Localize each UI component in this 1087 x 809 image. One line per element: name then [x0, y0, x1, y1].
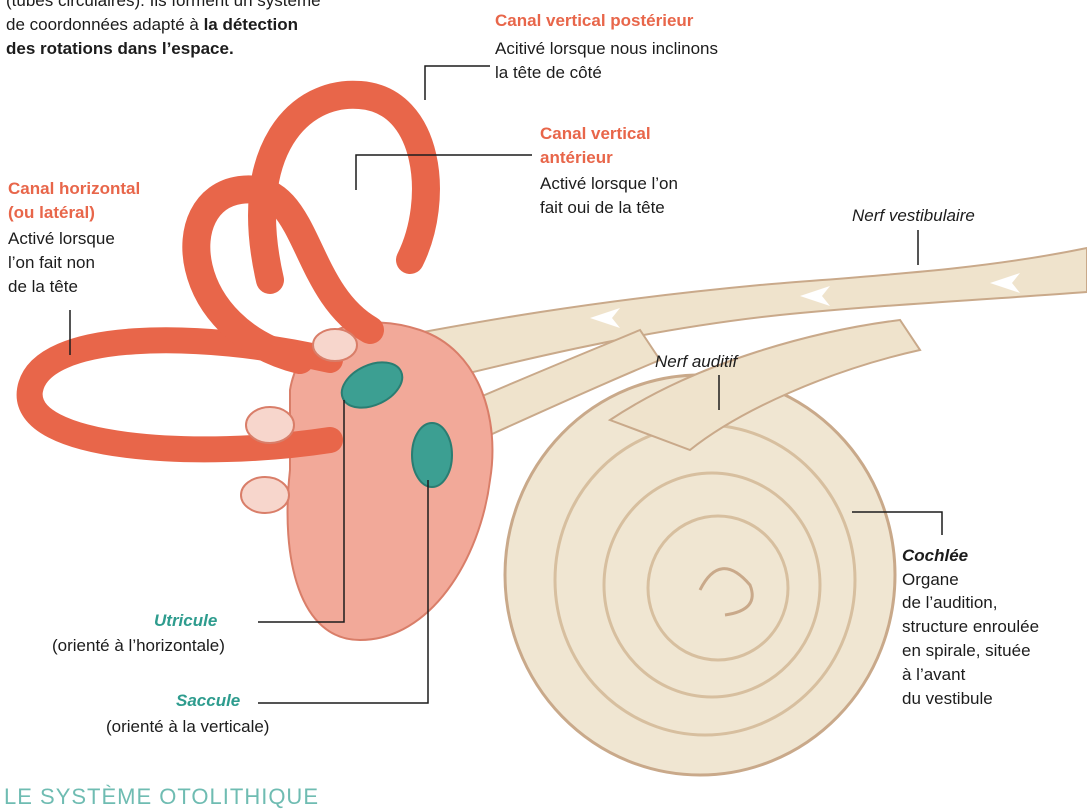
- intro-line2-plain: de coordonnées adapté à: [6, 15, 204, 34]
- intro-line2: de coordonnées adapté à la détection: [6, 14, 298, 36]
- nerf-auditif-label: Nerf auditif: [655, 351, 737, 373]
- cochlee-desc4: en spirale, située: [902, 640, 1031, 662]
- canal-anterior-shape: [262, 95, 426, 280]
- cochlee-desc1: Organe: [902, 569, 959, 591]
- utricule-desc: (orienté à l’horizontale): [52, 635, 225, 657]
- canal-anterior-desc1: Activé lorsque l’on: [540, 173, 678, 195]
- section-heading: LE SYSTÈME OTOLITHIQUE: [4, 786, 319, 808]
- canal-horizontal-title2: (ou latéral): [8, 202, 95, 224]
- saccule-shape: [412, 423, 452, 487]
- nerf-vestibulaire-label: Nerf vestibulaire: [852, 205, 975, 227]
- cochlee-title: Cochlée: [902, 545, 968, 567]
- saccule-desc: (orienté à la verticale): [106, 716, 269, 738]
- canal-horizontal-desc2: l’on fait non: [8, 252, 95, 274]
- canal-anterior-title2: antérieur: [540, 147, 613, 169]
- intro-line3: des rotations dans l’espace.: [6, 38, 234, 60]
- saccule-title: Saccule: [176, 690, 240, 712]
- canal-horizontal-desc1: Activé lorsque: [8, 228, 115, 250]
- canal-horizontal-title1: Canal horizontal: [8, 178, 140, 200]
- intro-line1: (tubes circulaires). Ils forment un syst…: [6, 0, 321, 12]
- intro-line2-bold: la détection: [204, 15, 298, 34]
- cochlee-desc6: du vestibule: [902, 688, 993, 710]
- cochlee-desc5: à l’avant: [902, 664, 965, 686]
- canal-posterior-desc2: la tête de côté: [495, 62, 602, 84]
- cochlee-desc2: de l’audition,: [902, 592, 997, 614]
- canal-horizontal-desc3: de la tête: [8, 276, 78, 298]
- canal-posterior-title: Canal vertical postérieur: [495, 10, 693, 32]
- cochlee-desc3: structure enroulée: [902, 616, 1039, 638]
- canal-anterior-desc2: fait oui de la tête: [540, 197, 665, 219]
- canal-anterior-title1: Canal vertical: [540, 123, 651, 145]
- canal-posterior-desc1: Acitivé lorsque nous inclinons: [495, 38, 718, 60]
- utricule-title: Utricule: [154, 610, 217, 632]
